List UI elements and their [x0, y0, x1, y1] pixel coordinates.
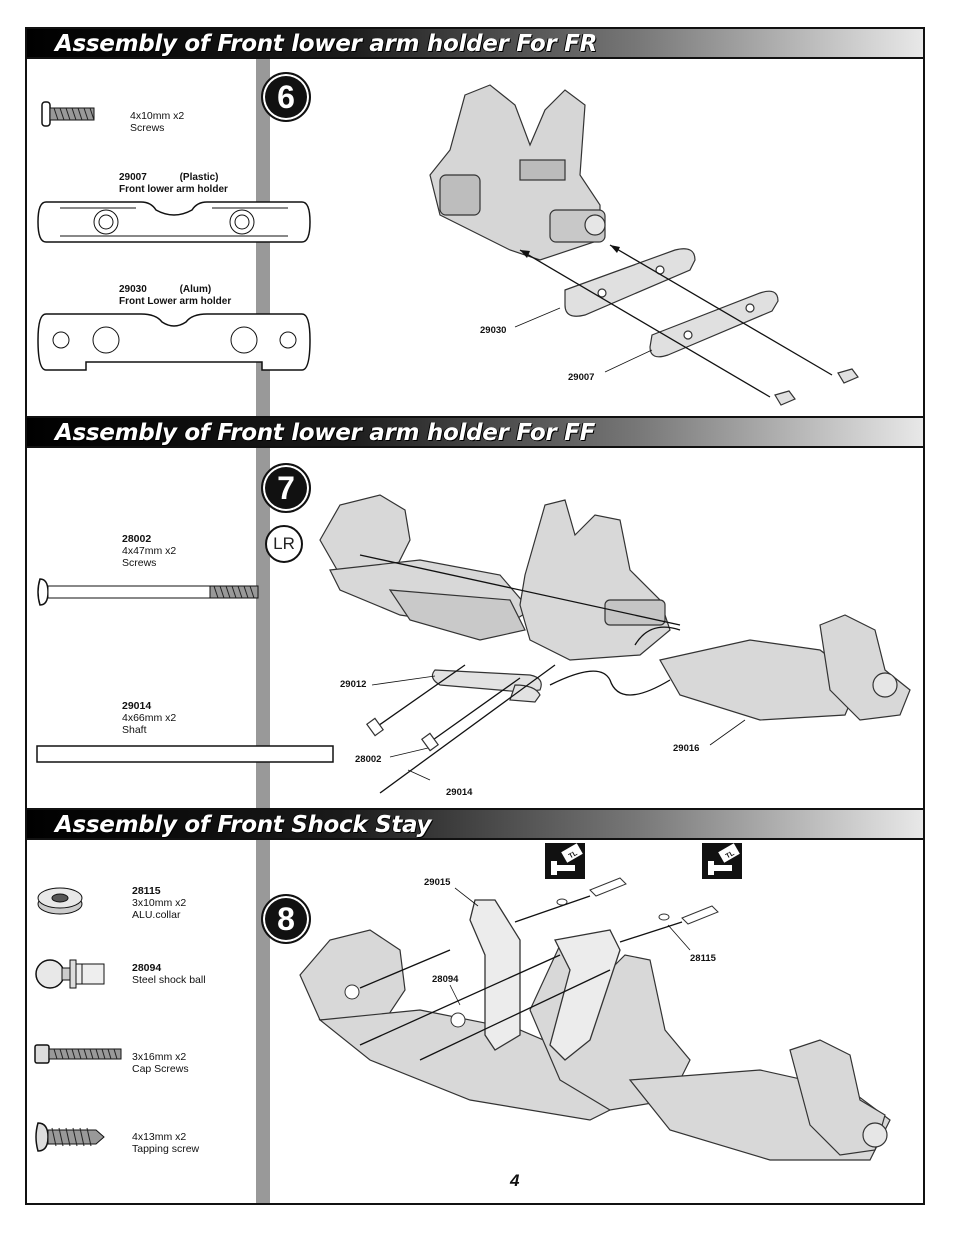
- screw-4x10-icon: [41, 101, 95, 127]
- part-spec: 4x13mm x2: [132, 1131, 187, 1143]
- part-label: 4x13mm x2 Tapping screw: [132, 1131, 199, 1155]
- page-number: 4: [510, 1171, 520, 1190]
- part-spec: 3x16mm x2: [132, 1051, 187, 1063]
- part-label: 29014 4x66mm x2 Shaft: [122, 700, 176, 736]
- callout-label: 29012: [340, 679, 367, 690]
- step-number: 7: [261, 463, 311, 513]
- step-number: 6: [261, 72, 311, 122]
- callout-label: 28115: [690, 953, 716, 964]
- callout-label: 29030: [480, 325, 507, 336]
- part-code: 29007: [119, 172, 147, 183]
- section-banner-8: Assembly of Front Shock Stay: [27, 810, 923, 840]
- part-name: Tapping screw: [132, 1143, 200, 1155]
- part-label: 29030 (Alum) Front Lower arm holder: [119, 284, 231, 308]
- part-label: 29007 (Plastic) Front lower arm holder: [119, 172, 228, 196]
- page-frame: [25, 27, 925, 1205]
- part-name: Cap Screws: [132, 1063, 189, 1075]
- section-banner-6: Assembly of Front lower arm holder For F…: [27, 29, 923, 59]
- callout-label: 29016: [673, 743, 700, 754]
- part-label: 4x10mm x2 Screws: [130, 110, 184, 134]
- step-number: 8: [261, 894, 311, 944]
- part-spec: 4x47mm x2: [122, 545, 177, 557]
- step8-assembly-diagram: [299, 877, 891, 1161]
- threadlock-label: TL: [725, 850, 737, 861]
- part-name: Shaft: [122, 724, 147, 736]
- screw-4x47-icon: [37, 578, 259, 606]
- shock-ball-icon: [35, 959, 105, 989]
- part-spec: 3x10mm x2: [132, 897, 187, 909]
- part-code: 28094: [132, 962, 162, 974]
- callout-label: 28094: [432, 974, 459, 985]
- threadlock-icon: TL: [545, 843, 585, 879]
- part-name: Steel shock ball: [132, 974, 206, 986]
- step7-assembly-diagram: [319, 494, 911, 794]
- arm-holder-plastic-icon: [37, 201, 311, 243]
- cap-screw-icon: [34, 1044, 122, 1064]
- callout-label: 29007: [568, 372, 595, 383]
- section-banner-7: Assembly of Front lower arm holder For F…: [27, 418, 923, 448]
- part-code: 28115: [132, 885, 161, 897]
- callout-label: 29014: [446, 787, 473, 798]
- section-separator: [27, 416, 923, 418]
- part-label: 28094 Steel shock ball: [132, 962, 206, 986]
- part-label: 3x16mm x2 Cap Screws: [132, 1051, 189, 1075]
- tapping-screw-icon: [35, 1122, 105, 1152]
- part-name: Front Lower arm holder: [119, 296, 232, 307]
- part-code: 29014: [122, 700, 152, 712]
- step6-assembly-diagram: [429, 84, 859, 406]
- part-code: 29030: [119, 284, 147, 295]
- section-title: Assembly of Front Shock Stay: [55, 812, 432, 838]
- threadlock-icon: TL: [702, 843, 742, 879]
- part-name: Screws: [130, 122, 165, 134]
- part-spec: 4x66mm x2: [122, 712, 177, 724]
- part-material: (Alum): [179, 284, 212, 295]
- threadlock-label: TL: [568, 850, 580, 861]
- alu-collar-icon: [37, 887, 83, 915]
- shaft-4x66-icon: [36, 745, 334, 763]
- section-separator: [27, 808, 923, 810]
- callout-label: 28002: [355, 754, 382, 765]
- part-label: 28115 3x10mm x2 ALU.collar: [132, 885, 186, 921]
- part-name: Front lower arm holder: [119, 184, 228, 195]
- divider-bar: [256, 840, 270, 1203]
- part-label: 28002 4x47mm x2 Screws: [122, 533, 176, 569]
- part-material: (Plastic): [179, 172, 219, 183]
- arm-holder-alum-icon: [37, 313, 311, 371]
- left-right-mark: LR: [265, 525, 303, 563]
- section-title: Assembly of Front lower arm holder For F…: [55, 31, 598, 57]
- part-name: Screws: [122, 557, 157, 569]
- section-title: Assembly of Front lower arm holder For F…: [55, 420, 596, 446]
- part-spec: 4x10mm x2: [130, 110, 185, 122]
- part-name: ALU.collar: [132, 909, 181, 921]
- part-code: 28002: [122, 533, 152, 545]
- callout-label: 29015: [424, 877, 451, 888]
